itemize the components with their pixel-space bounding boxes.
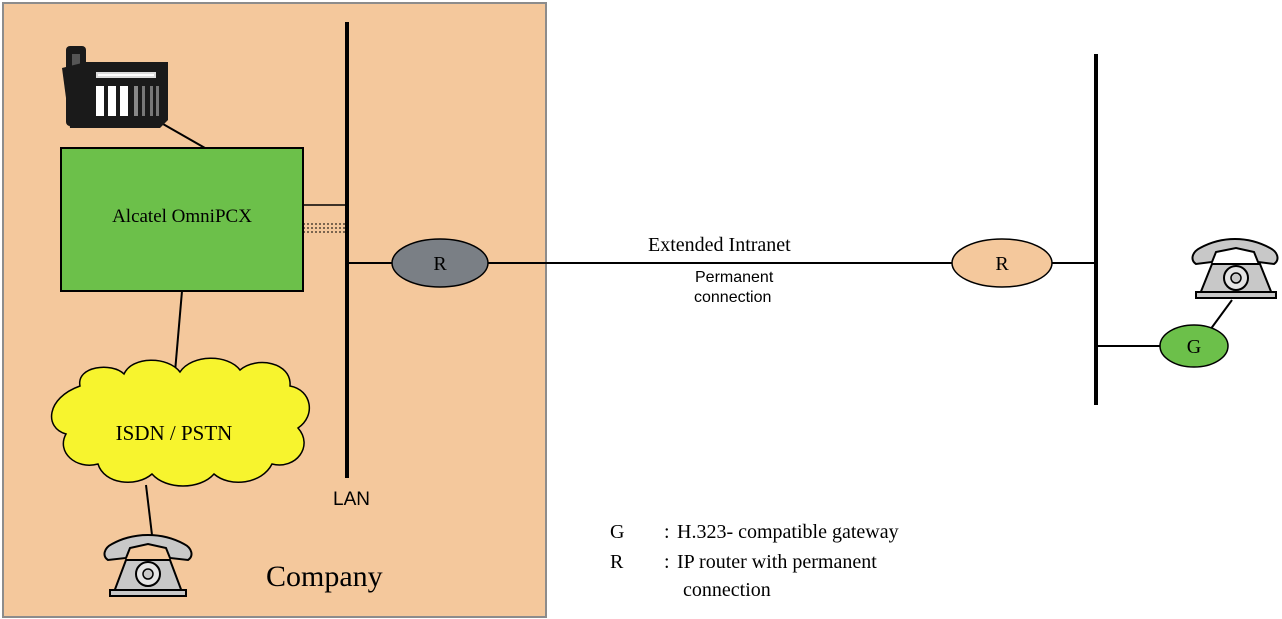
- gateway-phone-link: [1209, 299, 1233, 331]
- telephone-icon: [103, 534, 193, 597]
- gateway-label: G: [1187, 336, 1201, 358]
- legend-sep-r: :: [664, 551, 670, 573]
- company-router: [391, 238, 489, 288]
- pbx-label: Alcatel OmniPCX: [112, 206, 252, 227]
- legend-key-g: G: [610, 521, 624, 543]
- isdn-pstn-cloud: [50, 357, 311, 487]
- remote-router-label: R: [995, 253, 1009, 275]
- pbx-box: [60, 147, 304, 292]
- legend-key-r: R: [610, 551, 624, 573]
- lan-label: LAN: [333, 489, 370, 510]
- company-label: Company: [266, 560, 383, 593]
- desk-phone-link: [162, 123, 206, 149]
- network-phone-link: [145, 484, 153, 536]
- legend-desc-g: H.323- compatible gateway: [677, 521, 899, 543]
- permanent-connection-label-line1: Permanent: [695, 269, 774, 286]
- permanent-connection-label-line2: connection: [694, 289, 771, 306]
- isdn-pstn-label: ISDN / PSTN: [116, 421, 233, 445]
- legend-desc-r-line2: connection: [683, 579, 771, 601]
- legend-sep-g: :: [664, 521, 670, 543]
- extended-intranet-label: Extended Intranet: [648, 234, 791, 256]
- pbx-network-link: [174, 290, 183, 373]
- company-router-label: R: [433, 253, 447, 275]
- remote-router: [951, 238, 1053, 288]
- legend-desc-r-line1: IP router with permanent: [677, 551, 877, 573]
- telephone-icon: [1191, 238, 1279, 299]
- legend: G : H.323- compatible gateway R : IP rou…: [610, 521, 899, 601]
- desk-phone-icon: [62, 46, 168, 128]
- gateway: [1159, 324, 1229, 368]
